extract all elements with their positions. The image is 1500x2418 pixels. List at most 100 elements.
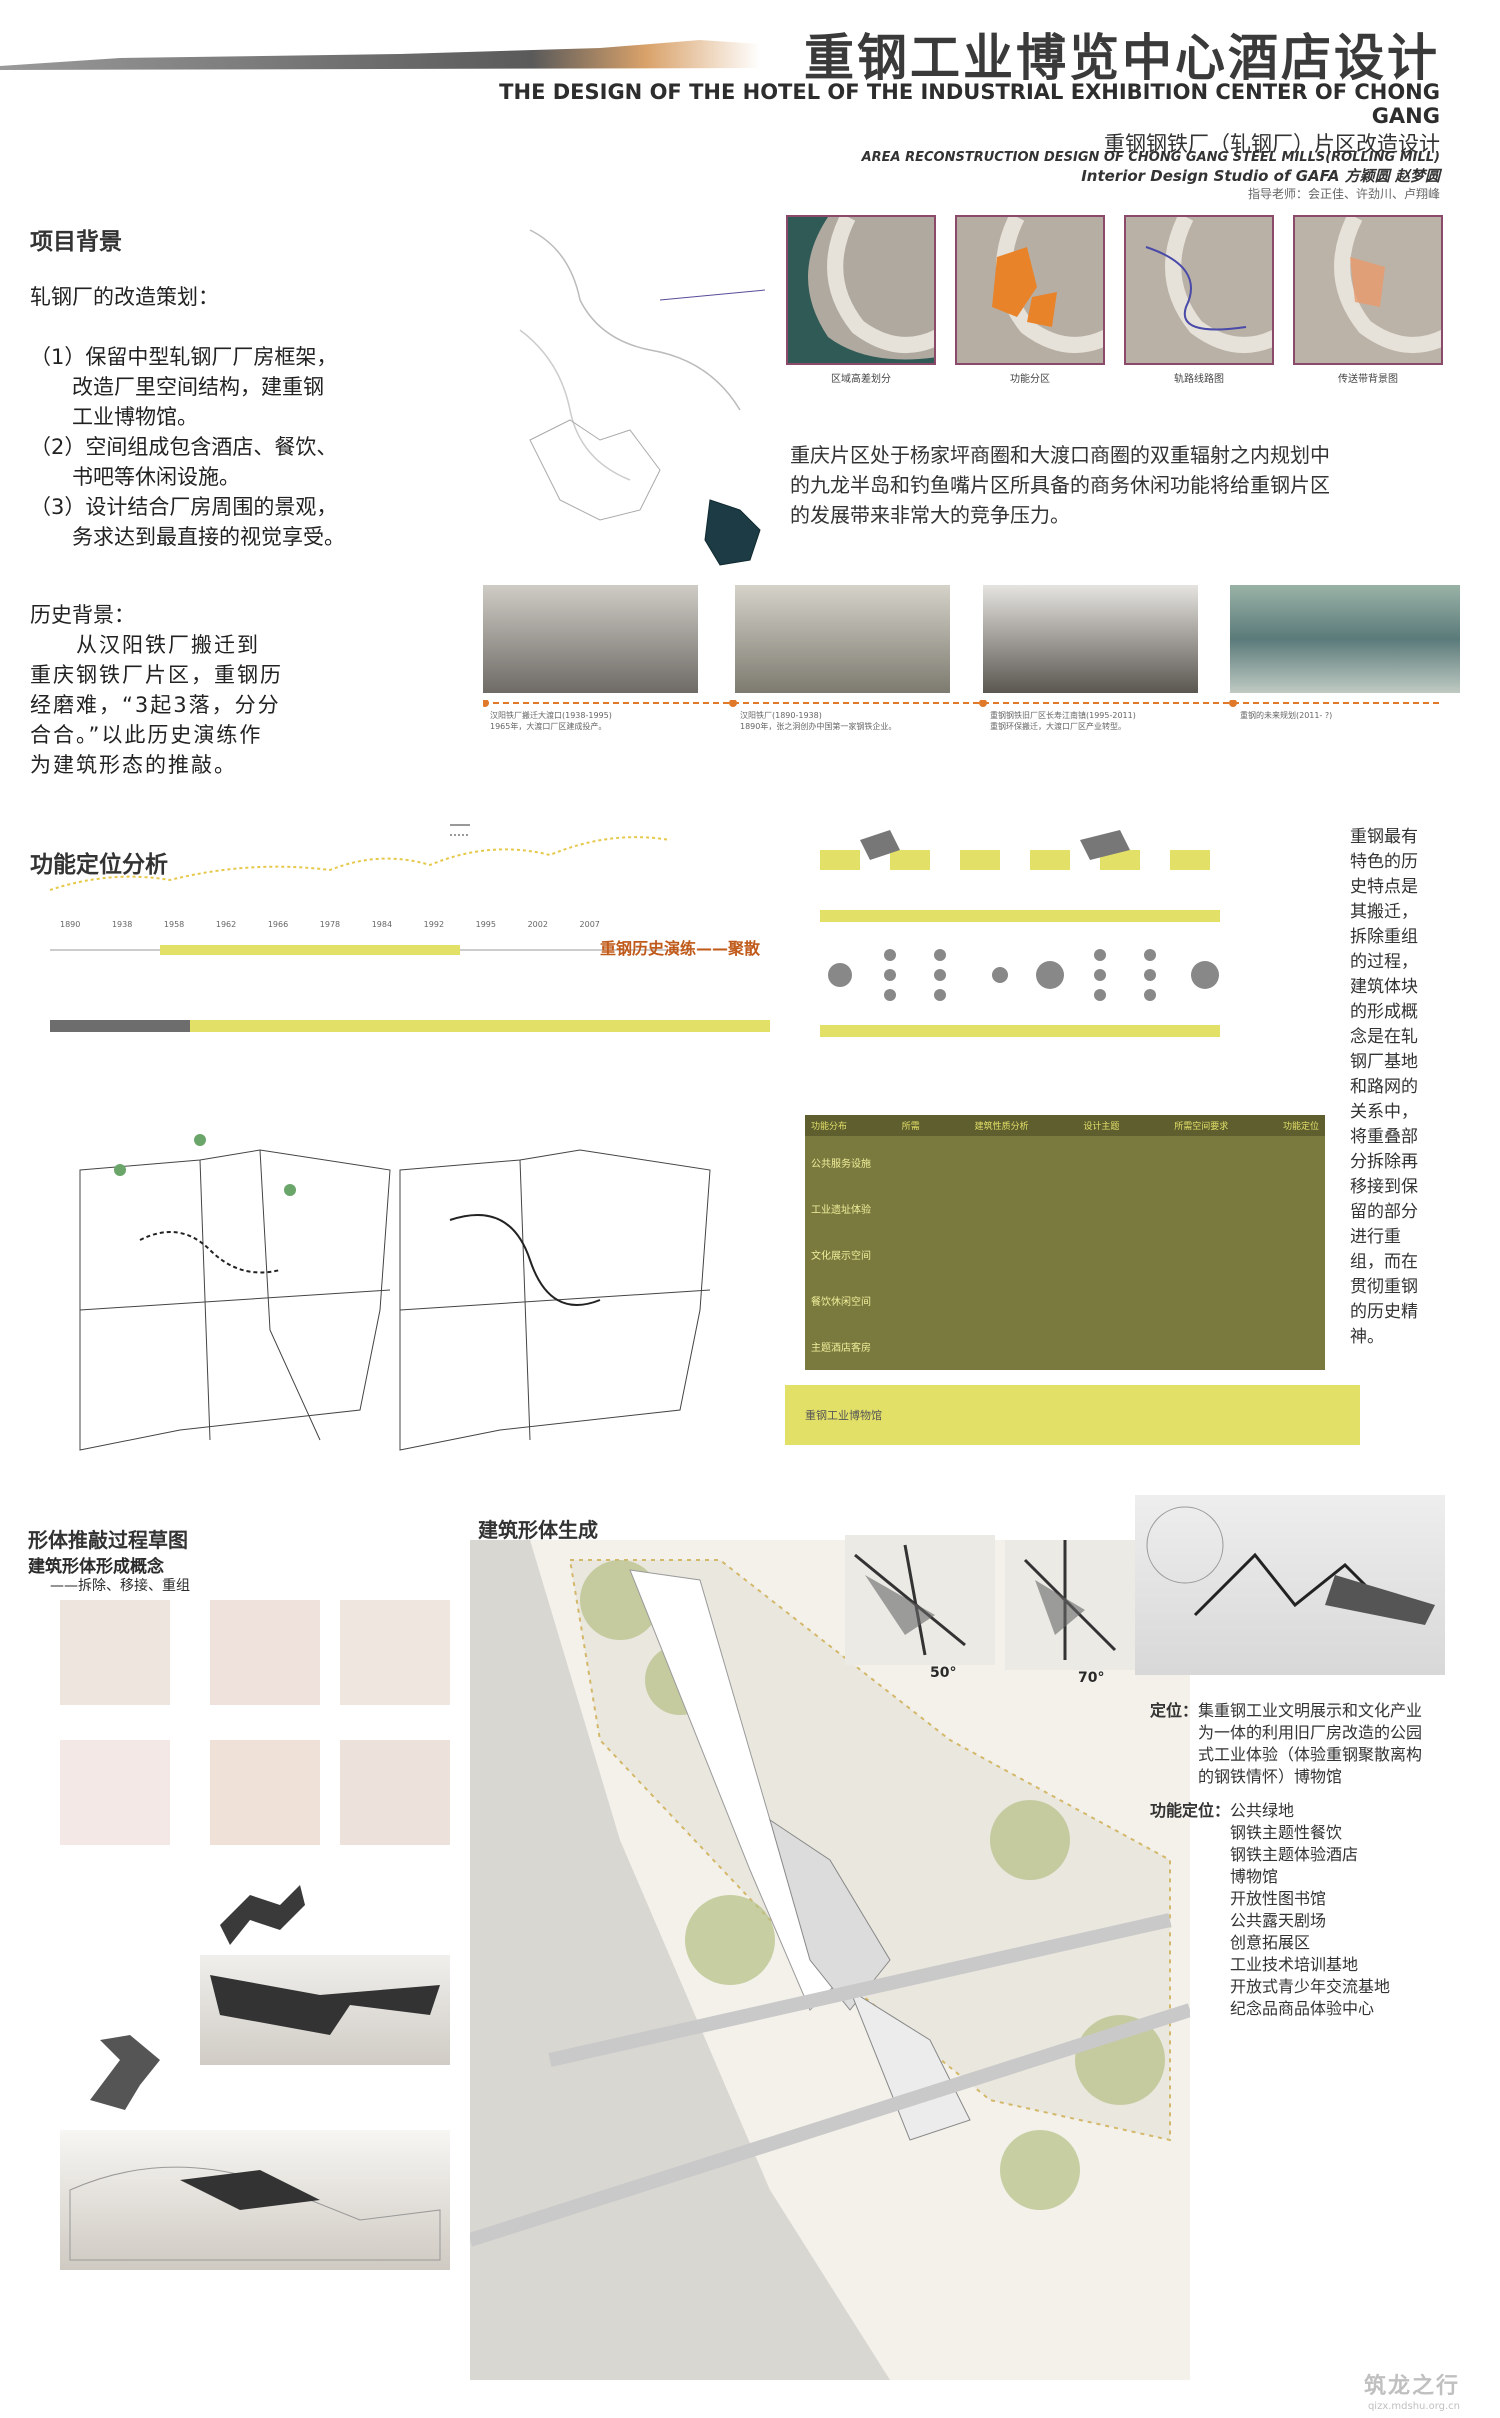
sketch-thumb <box>60 1740 170 1845</box>
plan-item: 务求达到最直接的视觉享受。 <box>30 525 345 549</box>
district-line: 的九龙半岛和钓鱼嘴片区所具备的商务休闲功能将给重钢片区 <box>790 473 1330 497</box>
map-thumb-rail <box>1124 215 1274 365</box>
section-heading-function: 功能定位分析 <box>30 852 168 878</box>
map-thumb-caption: 轨路线路图 <box>1174 374 1224 385</box>
sketch-thumb <box>210 1600 320 1705</box>
sketch-thumb <box>340 1740 450 1845</box>
function-timeline-chart <box>50 824 770 1032</box>
function-item: 开放性图书馆 <box>1230 1889 1327 1908</box>
year-label: 1995 <box>475 920 496 929</box>
table-footer: 重钢工业博物馆 <box>785 1385 1360 1445</box>
function-table: 功能分布 所需 建筑性质分析 设计主题 所需空间要求 功能定位 公共服务设施 工… <box>805 1115 1325 1370</box>
page-title: 重钢工业博览中心酒店设计 <box>804 29 1440 87</box>
caption-note: 1890年，张之洞创办中国第一家钢铁企业。 <box>740 722 897 731</box>
map-thumb-function <box>955 215 1105 365</box>
table-header-cell: 功能定位 <box>1282 1122 1319 1132</box>
history-photo-caption: 汉阳铁厂(1890-1938) 1890年，张之洞创办中国第一家钢铁企业。 <box>740 710 940 732</box>
table-header-cell: 功能分布 <box>811 1122 848 1132</box>
positioning-line: 的钢铁情怀）博物馆 <box>1198 1767 1343 1786</box>
table-footer-label: 重钢工业博物馆 <box>805 1409 882 1422</box>
aerial-render <box>1135 1495 1445 1675</box>
function-item: 开放式青少年交流基地 <box>1230 1977 1391 1996</box>
year-label: 1938 <box>111 920 133 929</box>
history-line: 为建筑形态的推敲。 <box>30 753 237 777</box>
timeline-years: 1890 1938 1958 1962 1966 1978 1984 1992 … <box>60 920 600 929</box>
page-title-english: THE DESIGN OF THE HOTEL OF THE INDUSTRIA… <box>499 80 1440 128</box>
positioning-line: 为一体的利用旧厂房改造的公园 <box>1198 1723 1423 1742</box>
caption-note: 1965年，大渡口厂区建成投产。 <box>490 722 607 731</box>
year-label: 1958 <box>163 920 185 929</box>
watermark: 筑龙之行 <box>1363 2374 1460 2399</box>
plan-title: 轧钢厂的改造策划： <box>30 285 219 309</box>
map-thumb-elevation <box>786 215 936 365</box>
subtitle-english: AREA RECONSTRUCTION DESIGN OF CHONG GANG… <box>861 150 1440 165</box>
teacher-names: 指导老师：会正佳、许劲川、卢翔峰 <box>1247 187 1440 201</box>
positioning-line: 式工业体验（体验重钢聚散离构 <box>1198 1745 1423 1764</box>
year-label: 1966 <box>267 920 289 929</box>
angle-label-2: 70° <box>1078 1670 1105 1686</box>
table-row: 公共服务设施 <box>811 1159 871 1170</box>
function-item: 钢铁主题性餐饮 <box>1230 1823 1343 1842</box>
angle-diagram-2 <box>1005 1540 1135 1670</box>
plan-item: （3）设计结合厂房周围的景观， <box>30 495 338 519</box>
function-item: 公共绿地 <box>1230 1801 1295 1820</box>
angle-diagram-1 <box>845 1535 995 1665</box>
positioning-line: 集重钢工业文明展示和文化产业 <box>1198 1701 1423 1720</box>
history-photo-caption: 重钢钢铁旧厂区长寿江南镇(1995-2011) 重钢环保搬迁，大渡口厂区产业转型… <box>990 710 1200 732</box>
table-row: 工业遗址体验 <box>811 1205 871 1216</box>
function-item: 公共露天剧场 <box>1230 1911 1327 1930</box>
map-thumb-caption: 区域高差划分 <box>831 374 891 385</box>
history-photo <box>983 585 1198 693</box>
section-heading-background: 项目背景 <box>30 229 122 255</box>
road-sketch-right <box>399 1149 711 1451</box>
caption-title: 汉阳铁厂(1890-1938) <box>740 711 822 720</box>
table-row: 文化展示空间 <box>811 1251 871 1262</box>
positioning-block: 定位： 集重钢工业文明展示和文化产业 为一体的利用旧厂房改造的公园 式工业体验（… <box>1150 1700 1450 1788</box>
history-photo-caption: 重钢的未来规划(2011- ?) <box>1240 710 1440 721</box>
sketch-thumb <box>210 1740 320 1845</box>
function-label: 功能定位： <box>1150 1801 1231 1820</box>
history-line: 重庆钢铁厂片区，重钢历 <box>30 663 283 687</box>
plan-item: （1）保留中型轧钢厂厂房框架， <box>30 345 338 369</box>
process-diagram <box>820 830 1220 1037</box>
map-thumb-caption: 传送带背景图 <box>1338 374 1398 385</box>
year-label: 1978 <box>319 920 341 929</box>
history-photo <box>483 585 698 693</box>
table-header-cell: 所需 <box>901 1122 920 1132</box>
history-line: 合合。”以此历史演练作 <box>30 723 263 747</box>
year-label: 2002 <box>527 920 548 929</box>
section-heading-generation: 建筑形体生成 <box>478 1518 598 1542</box>
plan-item: 工业博物馆。 <box>30 405 198 429</box>
sketch-subtitle: 建筑形体形成概念 <box>28 1557 164 1577</box>
function-item: 工业技术培训基地 <box>1230 1955 1359 1974</box>
sketch-thumb <box>60 1600 170 1705</box>
table-row: 主题酒店客房 <box>811 1343 871 1354</box>
timeline-caption: 重钢历史演练——聚散 <box>600 939 761 958</box>
form-block-2 <box>90 2035 160 2110</box>
table-row: 餐饮休闲空间 <box>811 1297 871 1308</box>
table-header-cell: 设计主题 <box>1083 1122 1120 1132</box>
history-photo <box>1230 585 1460 693</box>
plan-item: 书吧等休闲设施。 <box>30 465 240 489</box>
history-text: 从汉阳铁厂搬迁到 重庆钢铁厂片区，重钢历 经磨难，“3起3落，分分 合合。”以此… <box>30 630 380 780</box>
road-sketch-left <box>79 1134 391 1451</box>
map-thumb-conveyor <box>1293 215 1443 365</box>
site-plan <box>467 1540 1193 2380</box>
form-render-large <box>60 2130 450 2270</box>
positioning-label: 定位： <box>1150 1701 1199 1720</box>
table-header-cell: 建筑性质分析 <box>974 1122 1029 1132</box>
caption-note: 重钢环保搬迁，大渡口厂区产业转型。 <box>990 722 1126 731</box>
district-paragraph: 重庆片区处于杨家坪商圈和大渡口商圈的双重辐射之内规划中 的九龙半岛和钓鱼嘴片区所… <box>790 440 1460 530</box>
caption-title: 重钢钢铁旧厂区长寿江南镇(1995-2011) <box>990 711 1136 720</box>
sketch-subtitle-2: ——拆除、移接、重组 <box>50 1578 190 1594</box>
plan-item: （2）空间组成包含酒店、餐饮、 <box>30 435 338 459</box>
caption-title: 重钢的未来规划(2011- ?) <box>1240 711 1333 720</box>
table-header-cell: 所需空间要求 <box>1174 1122 1229 1132</box>
history-photo <box>735 585 950 693</box>
table-header: 功能分布 所需 建筑性质分析 设计主题 所需空间要求 功能定位 <box>805 1115 1325 1136</box>
watermark-url: qizx.mdshu.org.cn <box>1367 2401 1460 2412</box>
sketch-thumb <box>340 1600 450 1705</box>
function-item: 博物馆 <box>1230 1867 1279 1886</box>
district-line: 的发展带来非常大的竞争压力。 <box>790 503 1070 527</box>
function-item: 钢铁主题体验酒店 <box>1230 1845 1359 1864</box>
